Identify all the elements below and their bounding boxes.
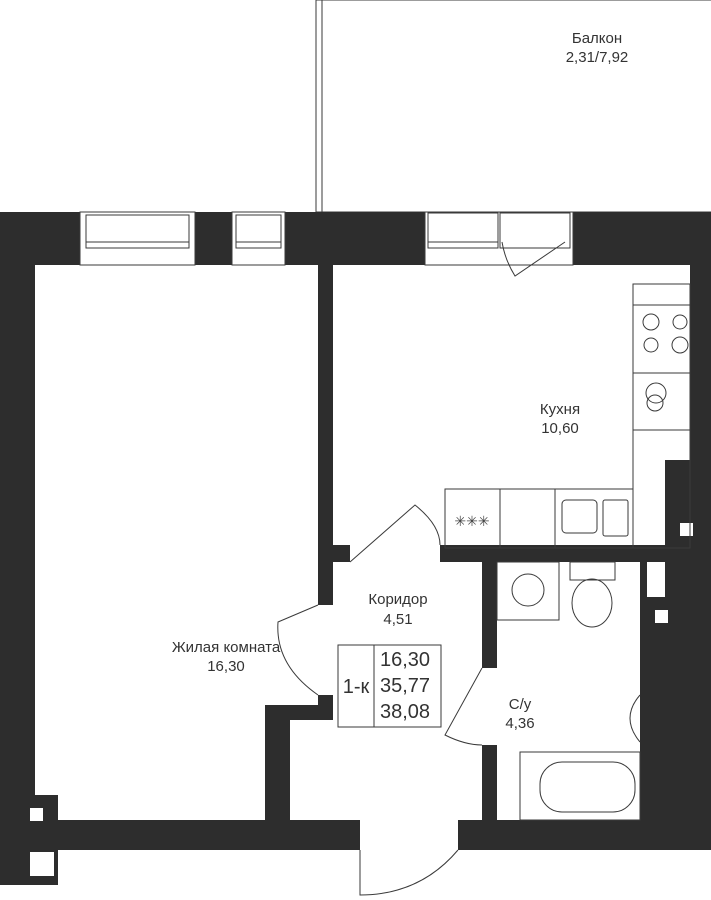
walls [0,212,711,885]
toilet-icon [569,561,616,581]
balcony-area: 2,31/7,92 [566,49,629,66]
kitchen-name: Кухня [540,401,580,418]
bathtub-icon [519,751,641,821]
dishwasher-icon [645,382,667,404]
windows [79,211,574,266]
apartment-type: 1-к [343,676,370,698]
living-room-area: 16,30 [207,658,245,675]
sink-icon [561,499,598,534]
stove-burner-icon [642,313,660,331]
total-area-value: 35,77 [380,675,430,697]
living-area-value: 16,30 [380,649,430,671]
bathroom-fixtures [496,561,641,821]
total-with-balcony-value: 38,08 [380,701,430,723]
washbasin-icon [629,694,641,743]
bathroom-area: 4,36 [505,715,534,732]
bathroom-name: С/у [509,696,532,713]
washing-machine-icon [496,561,560,621]
area-summary-box: 1-к 16,30 35,77 38,08 [337,644,442,728]
fridge-icon: ✳✳✳ [454,515,489,530]
balcony [315,0,711,213]
kitchen-area: 10,60 [541,420,579,437]
balcony-name: Балкон [572,30,622,47]
corridor-area: 4,51 [383,611,412,628]
corridor-name: Коридор [368,591,427,608]
doors [277,241,566,896]
living-room-name: Жилая комната [172,639,281,656]
kitchen-fixtures: ✳✳✳ [444,283,691,549]
